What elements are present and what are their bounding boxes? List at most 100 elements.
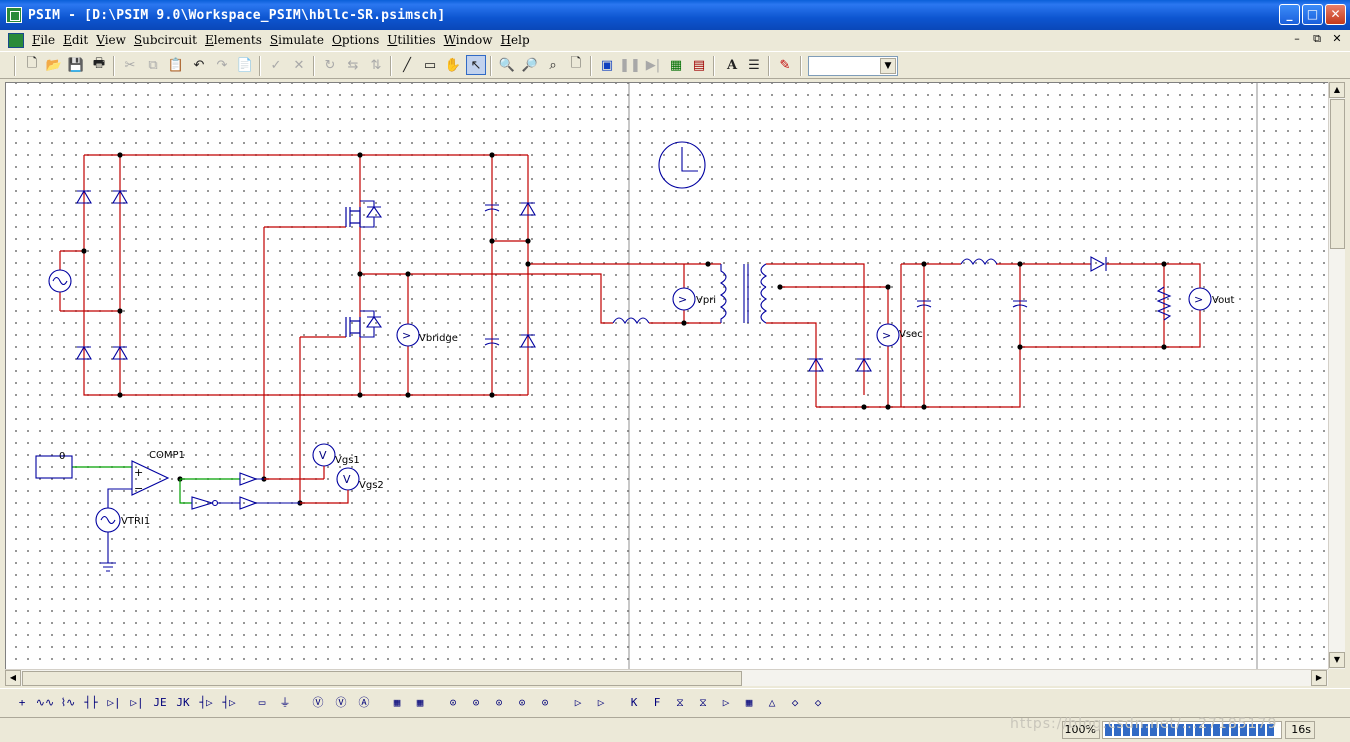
title-bar[interactable]: PSIM - [D:\PSIM 9.0\Workspace_PSIM\hbllc… xyxy=(0,0,1350,30)
element-tool-6[interactable]: JE xyxy=(153,696,167,709)
element-tool-5[interactable]: ▷| xyxy=(130,696,144,709)
menu-window[interactable]: Window xyxy=(443,33,493,47)
rotate-icon[interactable]: ↻ xyxy=(324,57,336,73)
vertical-scroll-thumb[interactable] xyxy=(1330,99,1345,249)
document-icon[interactable] xyxy=(8,32,24,48)
chevron-down-icon[interactable]: ▼ xyxy=(880,58,896,74)
element-tool-15[interactable]: ▦ xyxy=(393,696,401,709)
element-tool-30[interactable]: △ xyxy=(768,696,776,709)
mdi-close-button[interactable]: ✕ xyxy=(1332,32,1342,45)
element-tool-25[interactable]: F xyxy=(653,696,661,709)
menu-simulate[interactable]: Simulate xyxy=(269,33,324,47)
element-list-icon[interactable]: ▤ xyxy=(692,57,706,73)
flip-v-icon[interactable]: ⇅ xyxy=(370,57,382,73)
cut-icon[interactable]: ✂ xyxy=(124,57,136,73)
simview-icon[interactable]: ▦ xyxy=(669,57,683,73)
element-tool-0[interactable]: + xyxy=(18,696,26,709)
cancel-icon[interactable]: ✕ xyxy=(293,57,305,73)
element-tool-32[interactable]: ◇ xyxy=(814,696,822,709)
copy-icon[interactable]: ⧉ xyxy=(148,57,158,73)
element-tool-13[interactable]: Ⓥ xyxy=(335,696,347,709)
progress-block xyxy=(1231,724,1238,736)
element-tool-11[interactable]: ⏚ xyxy=(279,696,291,709)
toolbar-combo[interactable]: ▼ xyxy=(808,56,898,76)
pan-icon[interactable]: ✋ xyxy=(444,57,462,73)
gate-driver-1 xyxy=(239,472,264,486)
label-icon[interactable]: ▭ xyxy=(423,57,437,73)
psim-app-icon[interactable] xyxy=(6,7,22,23)
vertical-scrollbar[interactable]: ▲ ▼ xyxy=(1328,82,1345,669)
element-tool-21[interactable]: ⊙ xyxy=(541,696,549,709)
undo-icon[interactable]: ↶ xyxy=(193,57,205,73)
element-tool-2[interactable]: ⌇∿ xyxy=(60,696,76,709)
element-tool-26[interactable]: ⧖ xyxy=(676,696,684,709)
element-tool-22[interactable]: ▷ xyxy=(574,696,582,709)
maximize-button[interactable]: □ xyxy=(1302,4,1323,25)
mdi-restore-button[interactable]: ⧉ xyxy=(1313,32,1321,45)
element-tool-29[interactable]: ▦ xyxy=(745,696,753,709)
progress-block xyxy=(1267,724,1274,736)
element-tool-18[interactable]: ⊙ xyxy=(472,696,480,709)
element-toolbar: + ∿∿ ⌇∿ ┤├ ▷| ▷| JE JK ┤▷ ┤▷ ▭ ⏚ Ⓥ Ⓥ Ⓐ ▦ ▦ ⊙ ⊙ ⊙ ⊙ ⊙ ▷ ▷ K F ⧖ ⧖ ▷ ▦ △… xyxy=(0,688,1350,716)
menu-subcircuit[interactable]: Subcircuit xyxy=(133,33,197,47)
element-tool-16[interactable]: ▦ xyxy=(416,696,424,709)
element-tool-17[interactable]: ⊙ xyxy=(449,696,457,709)
menu-edit[interactable]: Edit xyxy=(63,33,89,47)
scroll-right-icon[interactable]: ▶ xyxy=(1311,670,1327,686)
open-icon[interactable]: 📂 xyxy=(45,57,63,73)
flip-h-icon[interactable]: ⇆ xyxy=(347,57,359,73)
element-tool-12[interactable]: Ⓥ xyxy=(312,696,324,709)
wire-icon[interactable]: ╱ xyxy=(403,57,411,73)
netlist-icon[interactable]: ☰ xyxy=(748,57,760,73)
step-icon[interactable]: ▶| xyxy=(645,57,661,73)
mdi-minimize-button[interactable]: – xyxy=(1294,32,1300,45)
element-tool-28[interactable]: ▷ xyxy=(722,696,730,709)
menu-utilities[interactable]: Utilities xyxy=(387,33,436,47)
run-simulation-icon[interactable]: ▣ xyxy=(600,57,614,73)
paste-icon[interactable]: 📋 xyxy=(167,57,185,73)
element-tool-9[interactable]: ┤▷ xyxy=(222,696,236,709)
element-tool-4[interactable]: ▷| xyxy=(107,696,121,709)
zoom-fit-icon[interactable]: ⌕ xyxy=(549,57,557,73)
paste-special-icon[interactable]: 📄 xyxy=(236,57,254,73)
new-icon[interactable]: 🗋 xyxy=(26,56,38,71)
menu-file[interactable]: File xyxy=(32,33,56,47)
zoom-out-icon[interactable]: 🔎 xyxy=(521,57,539,73)
menu-help[interactable]: Help xyxy=(500,33,530,47)
menu-options[interactable]: Options xyxy=(331,33,380,47)
zoom-in-icon[interactable]: 🔍 xyxy=(498,57,516,73)
horizontal-scrollbar[interactable]: ◀ ▶ xyxy=(5,669,1328,686)
redo-icon[interactable]: ↷ xyxy=(216,57,228,73)
element-tool-7[interactable]: JK xyxy=(176,696,190,709)
edit-icon[interactable]: ✎ xyxy=(779,57,791,73)
select-icon[interactable]: ↖ xyxy=(466,55,486,75)
schematic-canvas[interactable]: > > > > V V xyxy=(5,82,1328,669)
horizontal-scroll-thumb[interactable] xyxy=(22,671,742,686)
save-icon[interactable]: 💾 xyxy=(67,57,85,73)
element-tool-14[interactable]: Ⓐ xyxy=(358,696,370,709)
scroll-down-icon[interactable]: ▼ xyxy=(1329,652,1345,668)
page-icon[interactable]: 🗋 xyxy=(570,56,582,71)
element-tool-3[interactable]: ┤├ xyxy=(84,696,98,709)
scroll-left-icon[interactable]: ◀ xyxy=(5,670,21,686)
pause-icon[interactable]: ❚❚ xyxy=(619,57,641,73)
minimize-button[interactable]: _ xyxy=(1279,4,1300,25)
print-icon[interactable]: 🖶 xyxy=(92,56,106,71)
scroll-up-icon[interactable]: ▲ xyxy=(1329,82,1345,98)
element-tool-8[interactable]: ┤▷ xyxy=(199,696,213,709)
menu-view[interactable]: View xyxy=(96,33,126,47)
close-button[interactable]: ✕ xyxy=(1325,4,1346,25)
element-tool-19[interactable]: ⊙ xyxy=(495,696,503,709)
check-icon[interactable]: ✓ xyxy=(270,57,282,73)
element-tool-31[interactable]: ◇ xyxy=(791,696,799,709)
element-tool-20[interactable]: ⊙ xyxy=(518,696,526,709)
text-icon[interactable]: A xyxy=(726,57,738,73)
vbridge-probe-symbol: > xyxy=(402,329,411,342)
menu-elements[interactable]: Elements xyxy=(204,33,262,47)
element-tool-24[interactable]: K xyxy=(630,696,638,709)
transformer xyxy=(719,263,768,324)
element-tool-23[interactable]: ▷ xyxy=(597,696,605,709)
element-tool-1[interactable]: ∿∿ xyxy=(35,696,55,709)
element-tool-27[interactable]: ⧖ xyxy=(699,696,707,709)
element-tool-10[interactable]: ▭ xyxy=(258,696,266,709)
